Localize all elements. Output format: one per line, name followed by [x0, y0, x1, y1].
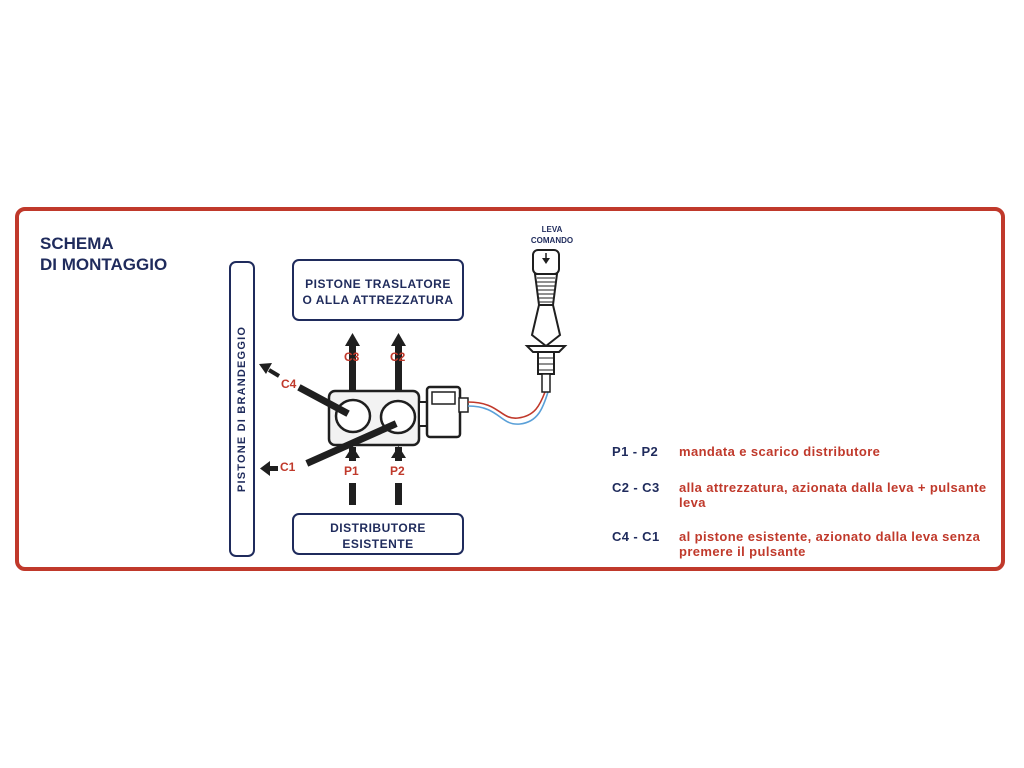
control-lever-label-line-2: COMANDO [530, 236, 574, 245]
title-line-2: DI MONTAGGIO [40, 255, 168, 274]
legend-description: alla attrezzatura, azionata dalla leva +… [679, 480, 987, 510]
port-label-c3: C3 [344, 350, 360, 364]
traverse-piston-box: PISTONE TRASLATORE O ALLA ATTREZZATURA [292, 259, 464, 321]
pipe-c3 [345, 333, 360, 392]
legend-code: C2 - C3 [612, 480, 660, 495]
traverse-piston-line-2: O ALLA ATTREZZATURA [302, 293, 454, 307]
existing-distributor-line-1: DISTRIBUTORE [330, 521, 426, 535]
traverse-piston-line-1: PISTONE TRASLATORE [305, 277, 451, 291]
swing-piston-label: PISTONE DI BRANDEGGIO [236, 325, 248, 493]
pipe-c2 [391, 333, 406, 392]
port-label-c4: C4 [281, 377, 297, 391]
legend-code: P1 - P2 [612, 444, 659, 459]
pipe-p2 [391, 446, 406, 505]
control-lever-icon [524, 249, 568, 393]
legend-description: al pistone esistente, azionato dalla lev… [679, 529, 981, 559]
control-lever-label-line-1: LEVA [541, 225, 563, 234]
electric-cable [467, 391, 549, 425]
existing-distributor-box: DISTRIBUTORE ESISTENTE [292, 513, 464, 555]
valve-body [327, 389, 421, 447]
pipe-p1 [345, 446, 360, 505]
port-label-c2: C2 [390, 350, 406, 364]
legend-description: mandata e scarico distributore [679, 444, 881, 459]
swing-piston-box: PISTONE DI BRANDEGGIO [229, 261, 255, 557]
solenoid [418, 385, 469, 439]
title-line-1: SCHEMA [40, 234, 114, 253]
arrow-c1 [260, 461, 278, 476]
port-label-p2: P2 [390, 464, 405, 478]
port-label-c1: C1 [280, 460, 296, 474]
existing-distributor-line-2: ESISTENTE [342, 537, 414, 551]
pipe-c1 [305, 420, 398, 467]
legend-code: C4 - C1 [612, 529, 660, 544]
port-label-p1: P1 [344, 464, 359, 478]
arrow-c4 [259, 363, 281, 378]
diagram-frame [15, 207, 1005, 571]
control-lever-label: LEVA COMANDO [512, 224, 592, 246]
diagram-title: SCHEMA DI MONTAGGIO [40, 233, 167, 275]
pipe-c4 [297, 384, 350, 417]
